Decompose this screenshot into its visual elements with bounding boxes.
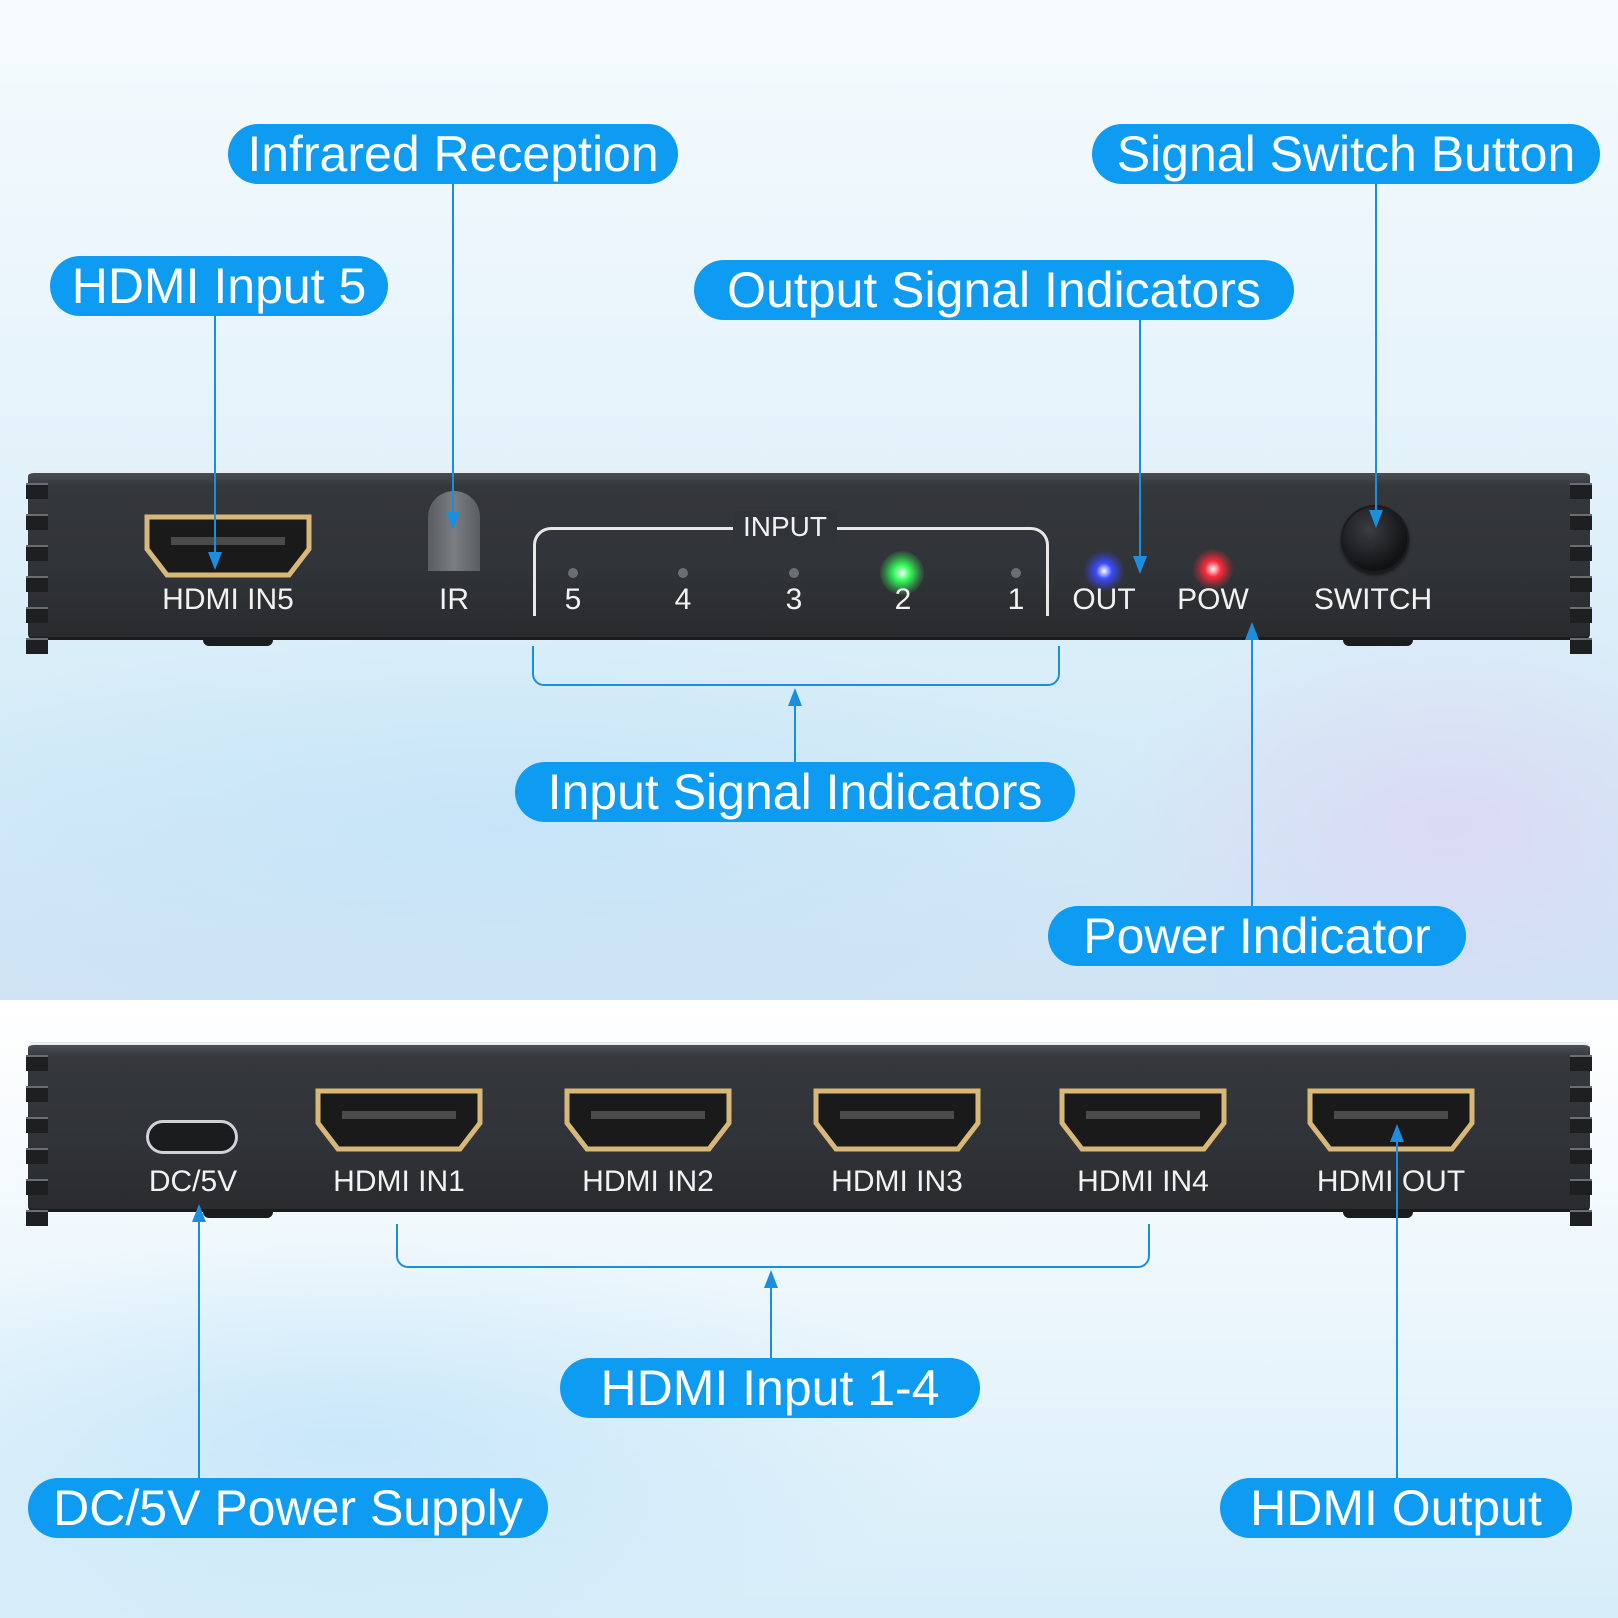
input-led-2-active <box>880 551 924 595</box>
ir-label: IR <box>439 583 469 616</box>
hdmi-in1-label: HDMI IN1 <box>333 1165 465 1198</box>
device-foot <box>203 637 273 646</box>
arrow-switch <box>1369 510 1383 528</box>
arrow-hdmi-output <box>1390 1124 1404 1142</box>
hdmi-out-port[interactable] <box>1306 1087 1476 1153</box>
callout-hdmi-input-1-4: HDMI Input 1-4 <box>560 1358 980 1418</box>
callout-output-signal-indicators: Output Signal Indicators <box>694 260 1294 320</box>
input-group-title: INPUT <box>733 511 837 543</box>
input-number-2: 2 <box>894 583 912 616</box>
left-cooling-fins <box>26 483 48 654</box>
hdmi-in4-label: HDMI IN4 <box>1077 1165 1209 1198</box>
leader-line-hdmi-1-4 <box>770 1288 772 1360</box>
arrow-infrared <box>446 512 460 530</box>
dc-5v-label: DC/5V <box>148 1165 238 1198</box>
callout-hdmi-output: HDMI Output <box>1220 1478 1572 1538</box>
front-view-panel: HDMI IN5 IR INPUT 5 4 3 2 1 OUT POW SWIT… <box>0 0 1618 1000</box>
arrow-hdmi-in5 <box>208 552 222 570</box>
leader-line-output <box>1139 320 1141 562</box>
output-led-blue <box>1084 551 1124 591</box>
background-swoosh <box>0 1230 950 1618</box>
rear-view-panel: DC/5V HDMI IN1 HDMI IN2 HDMI IN3 HDMI IN… <box>0 1000 1618 1618</box>
callout-signal-switch-button: Signal Switch Button <box>1092 124 1600 184</box>
left-cooling-fins <box>26 1055 48 1226</box>
callout-power-indicator: Power Indicator <box>1048 906 1466 966</box>
hdmi-in3-label: HDMI IN3 <box>831 1165 963 1198</box>
hdmi-in2-label: HDMI IN2 <box>582 1165 714 1198</box>
callout-input-signal-indicators: Input Signal Indicators <box>515 762 1075 822</box>
hdmi-in4-port[interactable] <box>1058 1087 1228 1153</box>
hdmi-in5-port[interactable] <box>143 513 313 579</box>
hdmi-out-label: HDMI OUT <box>1316 1165 1466 1198</box>
hdmi-in3-port[interactable] <box>812 1087 982 1153</box>
hdmi-in2-port[interactable] <box>563 1087 733 1153</box>
arrow-dc-power <box>192 1204 206 1222</box>
leader-line-infrared <box>452 184 454 518</box>
right-cooling-fins <box>1570 483 1592 654</box>
input-led-3 <box>789 568 799 578</box>
switcher-front-face: HDMI IN5 IR INPUT 5 4 3 2 1 OUT POW SWIT… <box>26 470 1592 654</box>
input-led-1 <box>1011 568 1021 578</box>
callout-infrared-reception: Infrared Reception <box>228 124 678 184</box>
hdmi-in5-label: HDMI IN5 <box>162 583 294 616</box>
switch-label: SWITCH <box>1313 583 1433 616</box>
arrow-hdmi-1-4 <box>764 1270 778 1288</box>
leader-line-input-indicators <box>794 706 796 768</box>
leader-line-dc-power <box>198 1222 200 1480</box>
switch-button[interactable] <box>1341 505 1409 573</box>
device-foot <box>1343 637 1413 646</box>
pow-label: POW <box>1177 583 1249 616</box>
input-number-4: 4 <box>674 583 692 616</box>
device-foot <box>203 1209 273 1218</box>
input-led-5 <box>568 568 578 578</box>
out-label: OUT <box>1072 583 1136 616</box>
callout-hdmi-input-5: HDMI Input 5 <box>50 256 388 316</box>
power-led-red <box>1193 549 1233 589</box>
hdmi-inputs-bracket <box>396 1224 1150 1268</box>
dc-5v-port[interactable] <box>146 1120 238 1154</box>
input-number-1: 1 <box>1007 583 1025 616</box>
leader-line-power <box>1251 640 1253 908</box>
leader-line-hdmi-in5 <box>214 316 216 558</box>
hdmi-in1-port[interactable] <box>314 1087 484 1153</box>
leader-line-switch <box>1375 184 1377 516</box>
arrow-output <box>1133 556 1147 574</box>
input-indicators-bracket <box>532 646 1060 686</box>
device-foot <box>1343 1209 1413 1218</box>
input-number-3: 3 <box>785 583 803 616</box>
callout-dc-5v-power-supply: DC/5V Power Supply <box>28 1478 548 1538</box>
leader-line-hdmi-output <box>1396 1142 1398 1480</box>
arrow-input-indicators <box>788 688 802 706</box>
right-cooling-fins <box>1570 1055 1592 1226</box>
input-led-4 <box>678 568 688 578</box>
switcher-rear-face: DC/5V HDMI IN1 HDMI IN2 HDMI IN3 HDMI IN… <box>26 1042 1592 1226</box>
ir-receiver-window <box>428 491 480 571</box>
input-number-5: 5 <box>564 583 582 616</box>
arrow-power <box>1245 622 1259 640</box>
